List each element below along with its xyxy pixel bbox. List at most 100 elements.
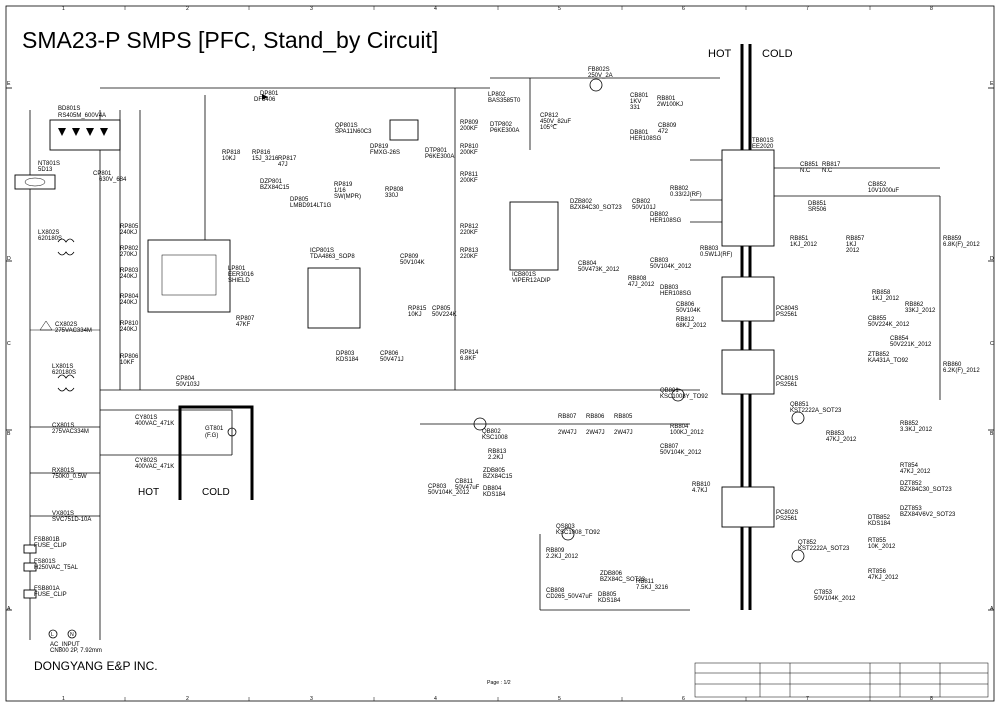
component-label: 240KJ (120, 300, 137, 306)
row-label: D (990, 256, 994, 262)
component-label: 1KJ_2012 (790, 242, 818, 248)
component-label: BZX84C15 (483, 474, 513, 480)
component-label: 2.2KJ_2012 (546, 554, 579, 560)
component-label: KA431A_TO92 (868, 358, 909, 364)
component-label: 400VAC_471K (135, 464, 174, 470)
component-label: 6.2K(F)_2012 (943, 368, 980, 374)
component-label: CB808 (546, 588, 565, 594)
component-label: RB807 (558, 414, 577, 420)
component-label: CB809 (658, 123, 677, 129)
component-label: CD265_50V47uF (546, 594, 593, 600)
frame-ground-gt801 (227, 427, 237, 437)
component-label: 275VAC334M (55, 328, 92, 334)
component-label: DZT852 (900, 481, 922, 487)
component-label: BAS3585T0 (488, 98, 521, 104)
component-label: 250V_2A (588, 73, 613, 79)
component-label: CB801 (630, 93, 649, 99)
component-label: RB804 (670, 424, 689, 430)
component-label: LX802S (38, 230, 59, 236)
component-label: QB801 (660, 388, 679, 394)
component-label: RP813 (460, 248, 479, 254)
component-label: EE2020 (752, 144, 774, 150)
component-label: RT854 (900, 463, 919, 469)
component-label: RP811 (460, 172, 479, 178)
component-label: 6.8KF (460, 356, 476, 362)
component-label: DZP801 (260, 179, 283, 185)
fuse-fb802s (589, 78, 603, 92)
component-label: 100KJ_2012 (670, 430, 704, 436)
component-label: HER108SG (630, 136, 662, 142)
component-label: N.C (800, 168, 811, 174)
component-label: DP803 (336, 351, 355, 357)
component-label: RP819 (334, 182, 353, 188)
component-label: 50V221K_2012 (890, 342, 932, 348)
secondary-section: CB851 N.C RB817 N.C CB852 10V1000uF DB85… (721, 162, 980, 602)
component-label: CX802S (55, 322, 77, 328)
component-label: 50V101J (632, 205, 656, 211)
component-label: NT801S (38, 161, 60, 167)
component-label: TB801S (752, 138, 774, 144)
component-label: RB803 (700, 246, 719, 252)
ac-input-live-terminal (48, 629, 58, 639)
component-label: SW(MPR) (334, 194, 361, 200)
component-label: RP814 (460, 350, 479, 356)
component-label: KDS184 (336, 357, 359, 363)
component-label: 5D13 (38, 167, 53, 173)
component-label: RB860 (943, 362, 962, 368)
component-label: 240KJ (120, 230, 137, 236)
component-label: RB801 (657, 96, 676, 102)
pfc-inductor-lp801 (147, 239, 231, 313)
component-label: DTB852 (868, 515, 891, 521)
component-label: SPA11N60C3 (335, 129, 372, 135)
component-label: CB803 (650, 258, 669, 264)
component-label: CP803 (428, 484, 447, 490)
component-label: DB804 (483, 486, 502, 492)
col-label: 5 (558, 6, 561, 12)
component-label: SR506 (808, 207, 827, 213)
component-label: 68KJ_2012 (676, 323, 707, 329)
component-label: CX801S (52, 423, 74, 429)
component-label: 750K0_0.5W (52, 474, 87, 480)
cold-label-mid: COLD (202, 487, 230, 498)
component-label: CB806 (676, 302, 695, 308)
component-label: 105℃ (540, 125, 557, 131)
component-label: RB809 (546, 548, 565, 554)
component-label: RP815 (408, 306, 427, 312)
component-label: RB806 (586, 414, 605, 420)
component-label: CY802S (135, 458, 157, 464)
component-label: 472 (658, 129, 669, 135)
component-label: CB854 (890, 336, 909, 342)
component-label: ICB801S (512, 272, 536, 278)
component-label: RP802 (120, 246, 139, 252)
component-label: FUSE_CLIP (34, 543, 67, 549)
emi-filter-section: BD801S RS405M_600V4A NT801S 5D13 LX802S … (14, 106, 121, 654)
component-label: DZB802 (570, 199, 593, 205)
transistor-qt852 (791, 549, 805, 563)
frame-border (5, 5, 995, 702)
component-label: LX801S (52, 364, 73, 370)
component-label: DB805 (598, 592, 617, 598)
col-label: 4 (434, 6, 437, 12)
optocoupler-pc804s (721, 276, 775, 322)
thermistor-nt801s (14, 174, 56, 190)
component-label: RP807 (236, 316, 255, 322)
component-label: RB851 (790, 236, 809, 242)
component-label: 2W47J (614, 430, 633, 436)
company-name: DONGYANG E&P INC. (34, 659, 158, 673)
component-label: 450V_82uF (540, 119, 571, 125)
component-label: 0.33/2J(RF) (670, 192, 702, 198)
component-label: 4.7KJ (692, 488, 707, 494)
component-label: 200KF (460, 178, 478, 184)
component-label: SVC751D-10A (52, 517, 91, 523)
col-label: 6 (682, 6, 685, 12)
component-label: CB851 (800, 162, 819, 168)
component-label: N.C (822, 168, 833, 174)
component-label: 331 (630, 105, 641, 111)
component-label: QS803 (556, 524, 575, 530)
component-label: CN800 2P, 7.92mm (50, 648, 102, 654)
component-label: 0.5W1J(RF) (700, 252, 732, 258)
component-label: 47KF (236, 322, 251, 328)
component-label: RB812 (676, 317, 695, 323)
component-label: CP801 (93, 171, 112, 177)
